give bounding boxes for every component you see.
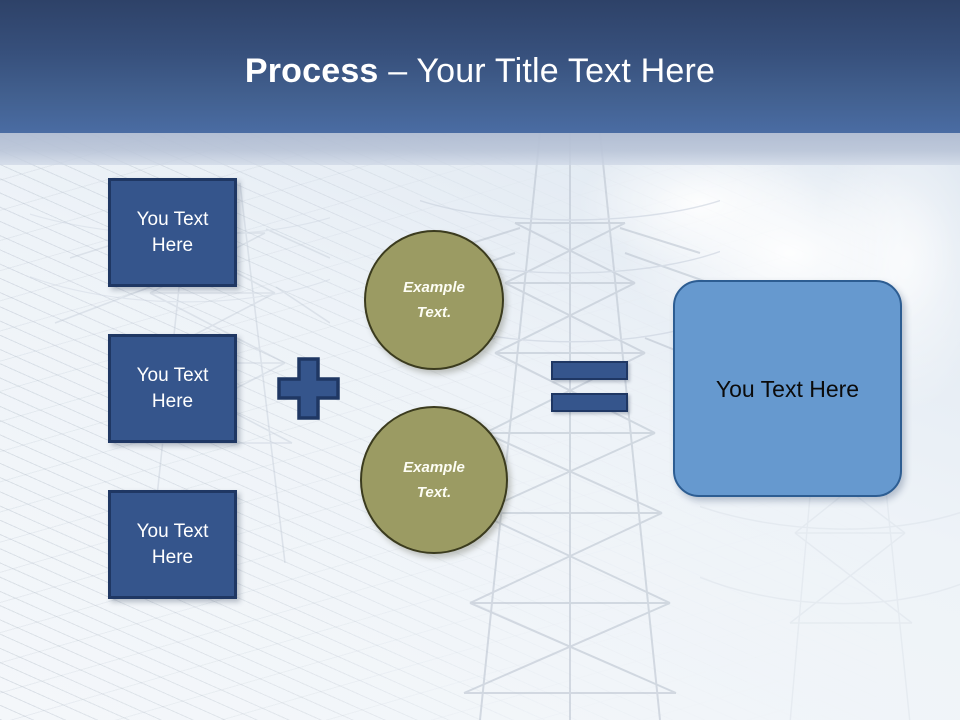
input-box-1-line2: Here: [151, 234, 194, 256]
example-circle-2-line1: Example: [403, 459, 465, 476]
page-title: Process – Your Title Text Here: [0, 50, 960, 92]
title-rest-part: – Your Title Text Here: [378, 52, 716, 90]
example-circle-2[interactable]: Example Text.: [360, 406, 508, 554]
input-box-3[interactable]: You Text Here: [108, 490, 237, 599]
result-box-label: You Text Here: [715, 375, 860, 402]
result-box[interactable]: You Text Here: [673, 280, 902, 497]
example-circle-1-line2: Text.: [416, 304, 452, 321]
input-box-1-text: You Text Here: [137, 207, 209, 259]
input-box-3-line1: You Text: [136, 520, 209, 542]
example-circle-1[interactable]: Example Text.: [364, 230, 504, 370]
input-box-2-line1: You Text: [136, 364, 209, 386]
input-box-1[interactable]: You Text Here: [108, 178, 237, 287]
header-accent-strip: [0, 133, 960, 165]
example-circle-2-line2: Text.: [416, 484, 452, 501]
input-box-3-text: You Text Here: [137, 519, 209, 571]
input-box-3-line2: Here: [151, 546, 194, 568]
title-strong-part: Process: [244, 52, 379, 90]
equals-bar-bottom: [551, 393, 628, 412]
equals-icon: [551, 361, 628, 412]
input-box-2[interactable]: You Text Here: [108, 334, 237, 443]
input-box-1-line1: You Text: [136, 208, 209, 230]
plus-icon: [277, 357, 340, 420]
input-box-2-text: You Text Here: [137, 363, 209, 415]
example-circle-1-line1: Example: [403, 279, 465, 296]
input-box-2-line2: Here: [151, 390, 194, 412]
slide-header: [0, 0, 960, 133]
equals-bar-top: [551, 361, 628, 380]
